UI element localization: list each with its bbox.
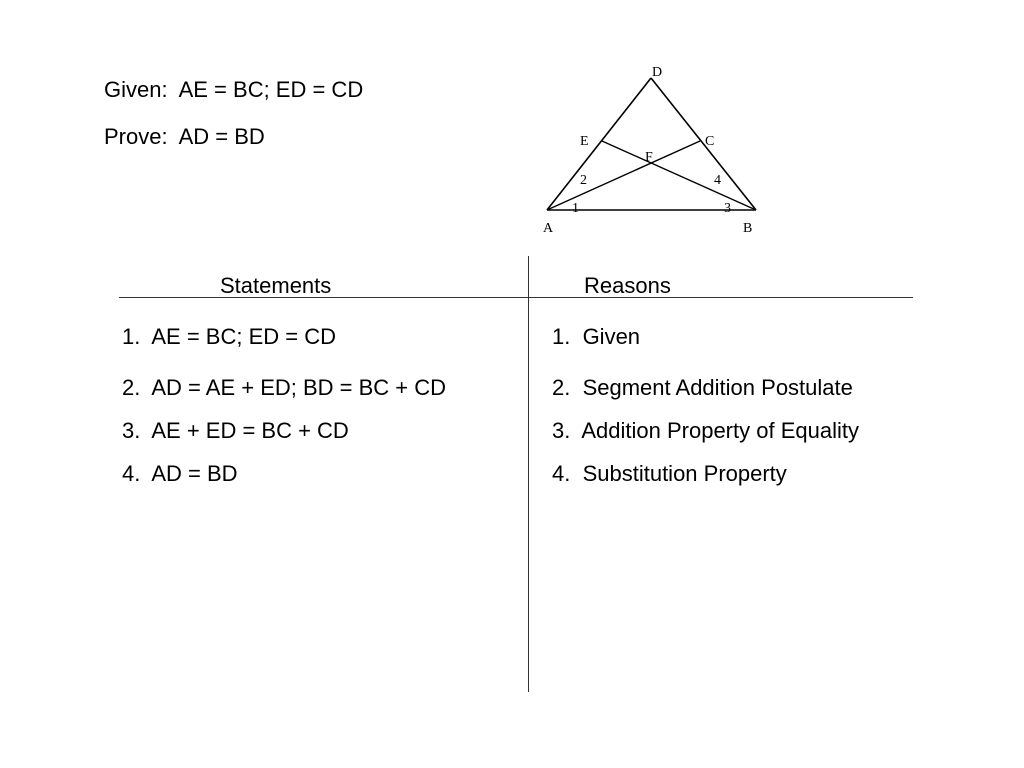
statement-4: 4. AD = BD: [122, 461, 238, 486]
vertex-label-c: C: [705, 134, 714, 149]
statement-2: 2. AD = AE + ED; BD = BC + CD: [122, 375, 447, 400]
triangle-figure: D E C F A B 2 1 4 3: [530, 60, 770, 240]
vertex-label-a: A: [543, 221, 554, 236]
prove-statement: Prove: AD = BD: [104, 124, 265, 149]
vertex-label-b: B: [743, 221, 752, 236]
reasons-column-header: Reasons: [584, 273, 671, 298]
angle-label-4: 4: [714, 173, 721, 188]
header-rule: [119, 297, 913, 298]
vertex-label-f: F: [645, 150, 653, 165]
vertex-label-e: E: [580, 134, 589, 149]
statements-column-header: Statements: [220, 273, 332, 298]
triangle-diagram: D E C F A B 2 1 4 3: [543, 65, 757, 236]
reason-3: 3. Addition Property of Equality: [552, 418, 859, 443]
segment-db: [650, 77, 757, 211]
angle-label-2: 2: [580, 173, 587, 188]
angle-label-3: 3: [724, 201, 731, 216]
column-divider: [528, 256, 529, 692]
angle-label-1: 1: [572, 201, 579, 216]
given-statement: Given: AE = BC; ED = CD: [104, 77, 364, 102]
vertex-label-d: D: [652, 65, 662, 80]
reason-2: 2. Segment Addition Postulate: [552, 375, 853, 400]
statement-1: 1. AE = BC; ED = CD: [122, 324, 336, 349]
reason-4: 4. Substitution Property: [552, 461, 787, 486]
segment-ad: [546, 77, 652, 211]
reason-1: 1. Given: [552, 324, 641, 349]
segment-be: [601, 140, 757, 211]
segment-ac: [546, 140, 701, 211]
statement-3: 3. AE + ED = BC + CD: [122, 418, 349, 443]
